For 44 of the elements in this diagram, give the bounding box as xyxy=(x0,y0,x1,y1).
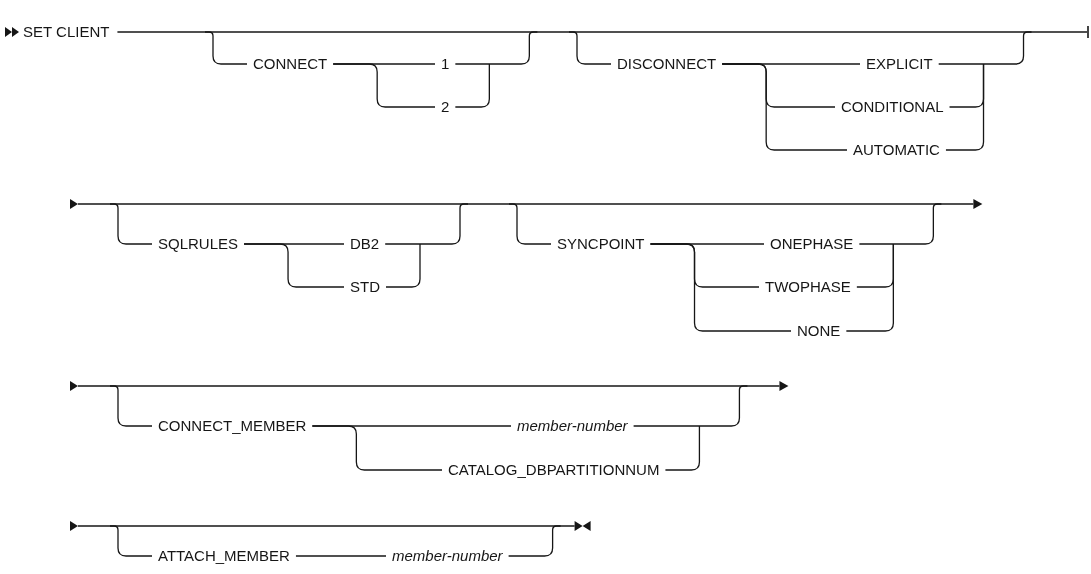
railroad-line xyxy=(508,203,552,245)
railroad-line xyxy=(507,525,562,557)
keyword: 1 xyxy=(441,55,450,73)
railroad-line xyxy=(295,555,387,557)
keyword: SET CLIENT xyxy=(23,23,110,41)
keyword: AUTOMATIC xyxy=(853,141,940,159)
keyword: ATTACH_MEMBER xyxy=(158,547,290,565)
keyword: ONEPHASE xyxy=(770,235,854,253)
keyword: TWOPHASE xyxy=(765,278,851,296)
railroad-line xyxy=(938,31,1033,65)
variable-name: member-number xyxy=(517,417,628,435)
variable-name: member-number xyxy=(392,547,503,565)
railroad-line xyxy=(858,203,942,245)
railroad-line xyxy=(204,31,248,65)
railroad-line xyxy=(845,243,894,332)
keyword: SYNCPOINT xyxy=(557,235,645,253)
keyword: CONDITIONAL xyxy=(841,98,944,116)
keyword: CATALOG_DBPARTITIONNUM xyxy=(448,461,660,479)
railroad-line xyxy=(945,63,985,151)
railroad-line xyxy=(632,385,749,427)
railroad-line xyxy=(649,243,792,332)
railroad-line xyxy=(116,31,1088,33)
keyword: DISCONNECT xyxy=(617,55,717,73)
railroad-line xyxy=(109,385,153,427)
railroad-line xyxy=(454,31,538,65)
railroad-line xyxy=(109,203,153,245)
keyword: DB2 xyxy=(350,235,380,253)
railroad-line xyxy=(721,63,848,151)
railroad-line xyxy=(385,243,421,288)
keyword: CONNECT_MEMBER xyxy=(158,417,307,435)
railroad-line xyxy=(568,31,612,65)
keyword: 2 xyxy=(441,98,450,116)
railroad-line xyxy=(664,425,701,471)
keyword: SQLRULES xyxy=(158,235,239,253)
railroad-line xyxy=(332,63,436,108)
railroad-line xyxy=(454,63,490,108)
railroad-line xyxy=(384,203,469,245)
keyword: STD xyxy=(350,278,380,296)
keyword: EXPLICIT xyxy=(866,55,933,73)
keyword: NONE xyxy=(797,322,841,340)
railroad-line xyxy=(311,425,443,471)
keyword: CONNECT xyxy=(253,55,328,73)
railroad-line xyxy=(109,525,153,557)
railroad-line xyxy=(243,243,345,288)
